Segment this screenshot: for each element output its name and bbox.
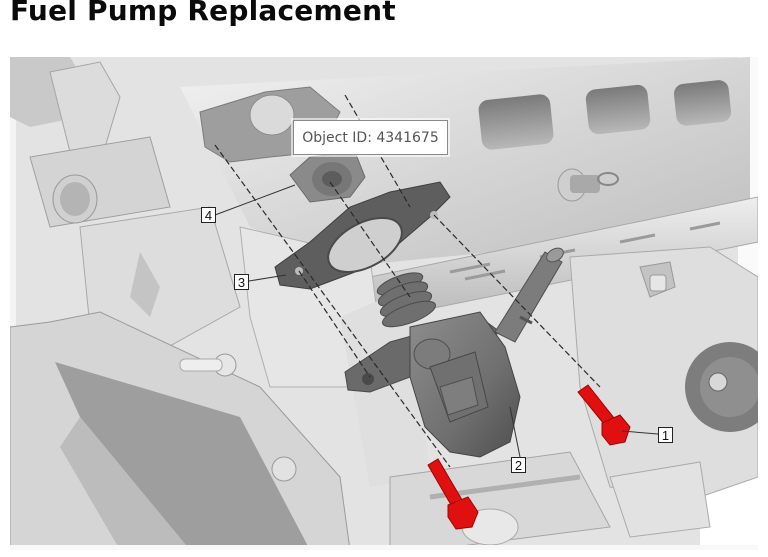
object-id-tooltip: Object ID: 4341675 bbox=[293, 120, 448, 155]
callout-2: 2 bbox=[511, 457, 526, 473]
engine-illustration: Object ID: 4341675 1 2 3 4 bbox=[10, 57, 758, 550]
callout-3: 3 bbox=[234, 274, 249, 290]
callout-4: 4 bbox=[201, 207, 216, 223]
page-title: Fuel Pump Replacement bbox=[10, 0, 396, 27]
callout-1: 1 bbox=[658, 427, 673, 443]
